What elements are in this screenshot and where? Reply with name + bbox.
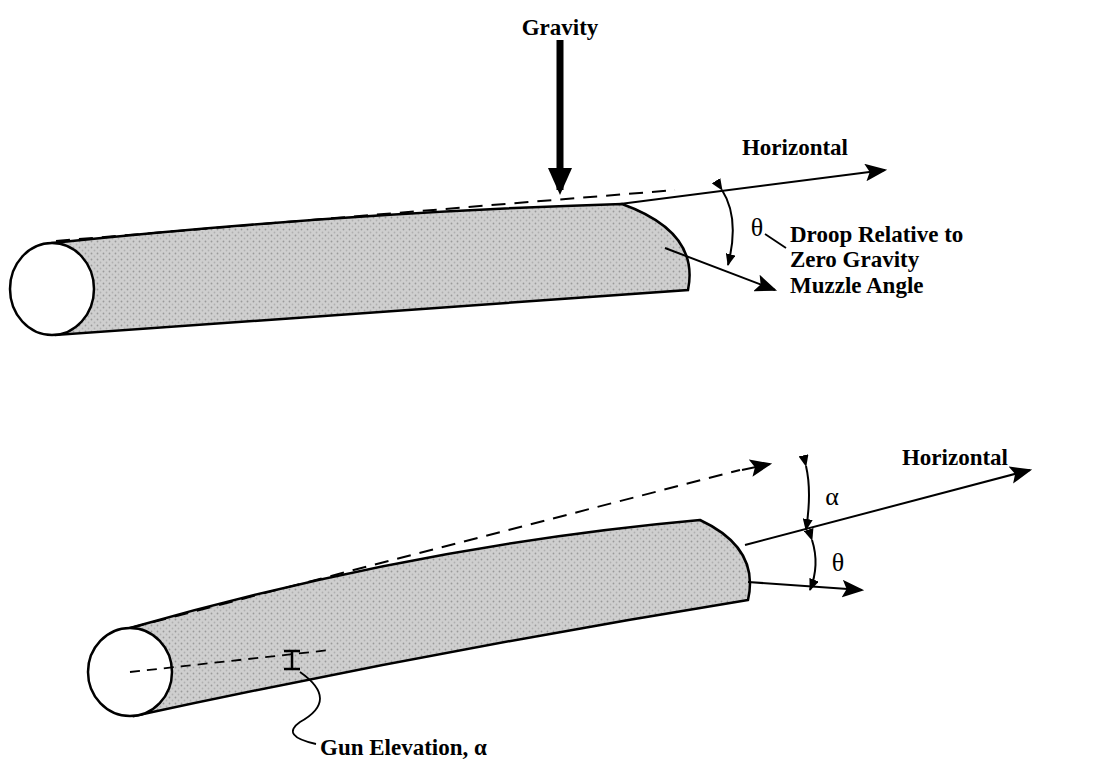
elevation-bracket <box>284 651 300 669</box>
angle-symbol: α <box>825 483 839 512</box>
muzzle-direction-arrow <box>748 582 862 590</box>
angle-symbol: θ <box>832 549 844 578</box>
angle-description: Droop Relative to Zero Gravity Muzzle An… <box>790 222 970 298</box>
gun-barrel <box>130 520 750 716</box>
elevation-arrow <box>742 464 770 470</box>
axis-label: Horizontal <box>742 135 848 160</box>
gravity-arrow <box>557 40 564 190</box>
horizontal-arrow <box>620 170 885 204</box>
leader-line <box>765 234 786 248</box>
barrel-bore-end <box>10 243 94 335</box>
droop-angle-arc <box>810 540 816 590</box>
gun-barrel <box>52 204 690 335</box>
muzzle-direction-arrow <box>665 248 775 290</box>
gravity-arrowhead <box>548 168 572 195</box>
angle-arc <box>722 190 733 265</box>
horizontal-arrow <box>745 470 1030 545</box>
horizontal-reference <box>130 650 330 672</box>
axis-label: Horizontal <box>902 445 1008 470</box>
elevation-axis <box>130 470 740 628</box>
part-label: Gun Elevation, α <box>320 735 487 760</box>
elevation-angle-arc <box>806 466 809 530</box>
force-label: Gravity <box>522 15 599 40</box>
leader-line <box>293 672 320 744</box>
zero-gravity-axis <box>56 190 675 241</box>
angle-symbol: θ <box>751 214 763 243</box>
